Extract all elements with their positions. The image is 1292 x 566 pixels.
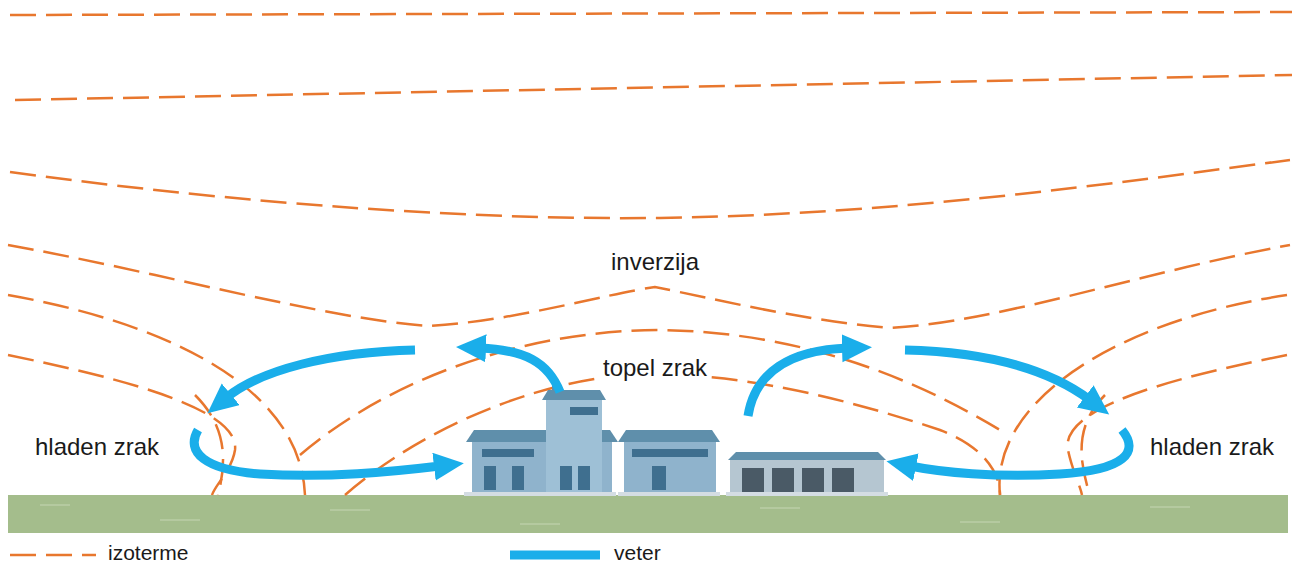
buildings xyxy=(464,380,888,496)
ground-texture xyxy=(40,505,1190,524)
legend-text: veter xyxy=(614,541,661,565)
region-label: inverzija xyxy=(607,248,703,276)
isotherms xyxy=(8,12,1292,495)
ground xyxy=(8,495,1288,533)
legend-sample-isotherm xyxy=(10,554,96,557)
legend-text: izoterme xyxy=(108,541,189,565)
region-label: topel zrak xyxy=(599,354,711,382)
legend-sample-wind xyxy=(510,551,600,560)
region-label: hladen zrak xyxy=(31,433,163,461)
region-label: hladen zrak xyxy=(1146,433,1278,461)
wind-arrows xyxy=(194,348,1129,475)
